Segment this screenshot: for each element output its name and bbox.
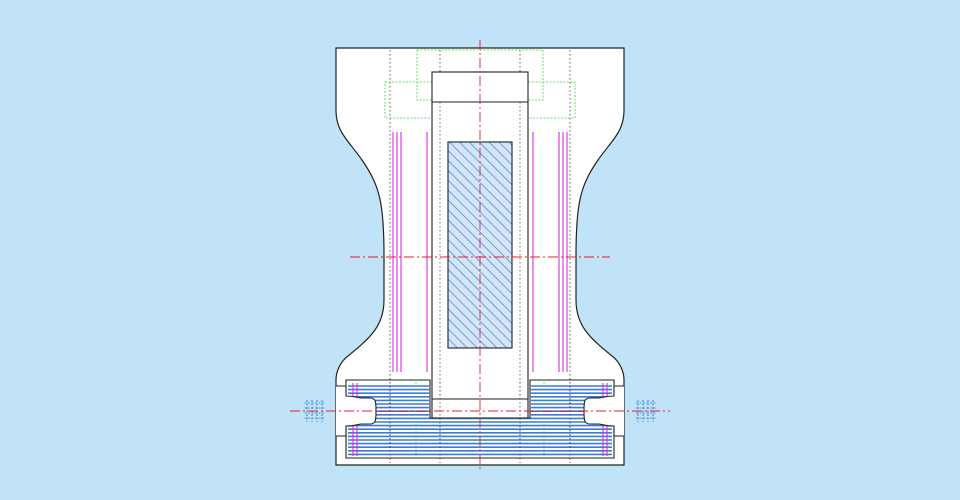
side-tape-left <box>304 385 377 437</box>
centerlines <box>290 40 670 472</box>
leg-elastics <box>392 132 568 372</box>
waistband-outline <box>345 379 615 459</box>
